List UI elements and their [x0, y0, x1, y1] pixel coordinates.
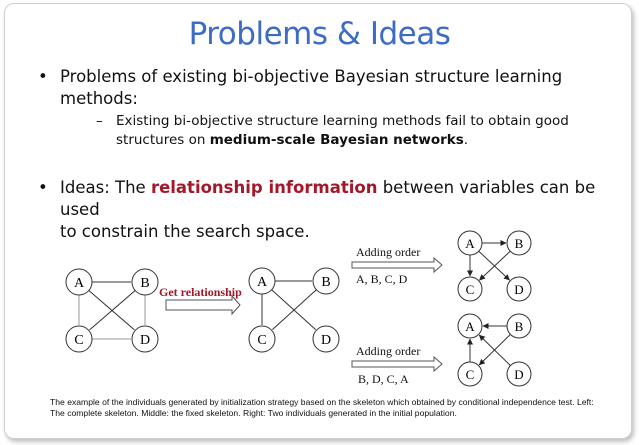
complete-edge-B-C [89, 290, 136, 331]
complete-node-label: C [74, 333, 83, 348]
fixed-node-label: D [321, 333, 331, 348]
individual-1-node-C [457, 276, 483, 302]
adding-order-value-1: A, B, C, D [356, 272, 408, 286]
bullet-problems: • Problems of existing bi-objective Baye… [38, 67, 563, 108]
complete-node-label: A [74, 276, 85, 291]
individual-2-edge-B-C [478, 334, 511, 366]
individual-1-node-label: A [465, 236, 475, 251]
adding-order-value-2: B, D, C, A [358, 372, 409, 386]
individual-2-node-D [506, 361, 532, 387]
individual-1-node-B [506, 230, 532, 256]
individual-2-node-C [457, 361, 483, 387]
complete-node-label: D [140, 333, 150, 348]
individual-2-node-label: D [514, 367, 523, 382]
arrow-get-relationship [165, 294, 241, 316]
complete-node-C [65, 325, 93, 353]
fixed-node-A [248, 267, 276, 295]
fixed-node-D [312, 325, 340, 353]
figure-caption: The example of the individuals generated… [50, 397, 594, 418]
fixed-node-label: A [257, 275, 268, 290]
complete-node-A [65, 268, 93, 296]
adding-order-label-1: Adding order [356, 245, 420, 259]
complete-node-label: B [140, 276, 149, 291]
individual-2-node-label: B [515, 319, 524, 334]
adding-order-label-2: Adding order [356, 344, 420, 358]
slide-title: Problems & Ideas [188, 16, 451, 52]
arrow-order-2 [351, 355, 443, 373]
individual-1-node-label: C [466, 282, 475, 297]
fixed-node-B [312, 267, 340, 295]
fixed-node-label: C [257, 333, 266, 348]
individual-2-node-label: C [466, 367, 475, 382]
individual-2-node-B [506, 313, 532, 339]
fixed-edge-B-C [272, 289, 317, 330]
complete-node-D [131, 325, 159, 353]
bullet-ideas: • Ideas: The relationship information be… [38, 178, 596, 241]
individual-1-node-A [457, 230, 483, 256]
individual-1-node-label: D [514, 282, 523, 297]
arrow-order-1 [351, 256, 443, 274]
fixed-node-C [248, 325, 276, 353]
individual-2-node-label: A [465, 319, 475, 334]
get-relationship-label: Get relationship [159, 285, 242, 299]
individual-1-edge-B-C [479, 250, 511, 281]
fixed-node-label: B [321, 275, 330, 290]
individual-1-node-label: B [515, 236, 524, 251]
complete-node-B [131, 268, 159, 296]
individual-1-node-D [506, 276, 532, 302]
individual-2-node-A [457, 313, 483, 339]
sub-bullet-existing: – Existing bi-objective structure learni… [96, 113, 569, 148]
